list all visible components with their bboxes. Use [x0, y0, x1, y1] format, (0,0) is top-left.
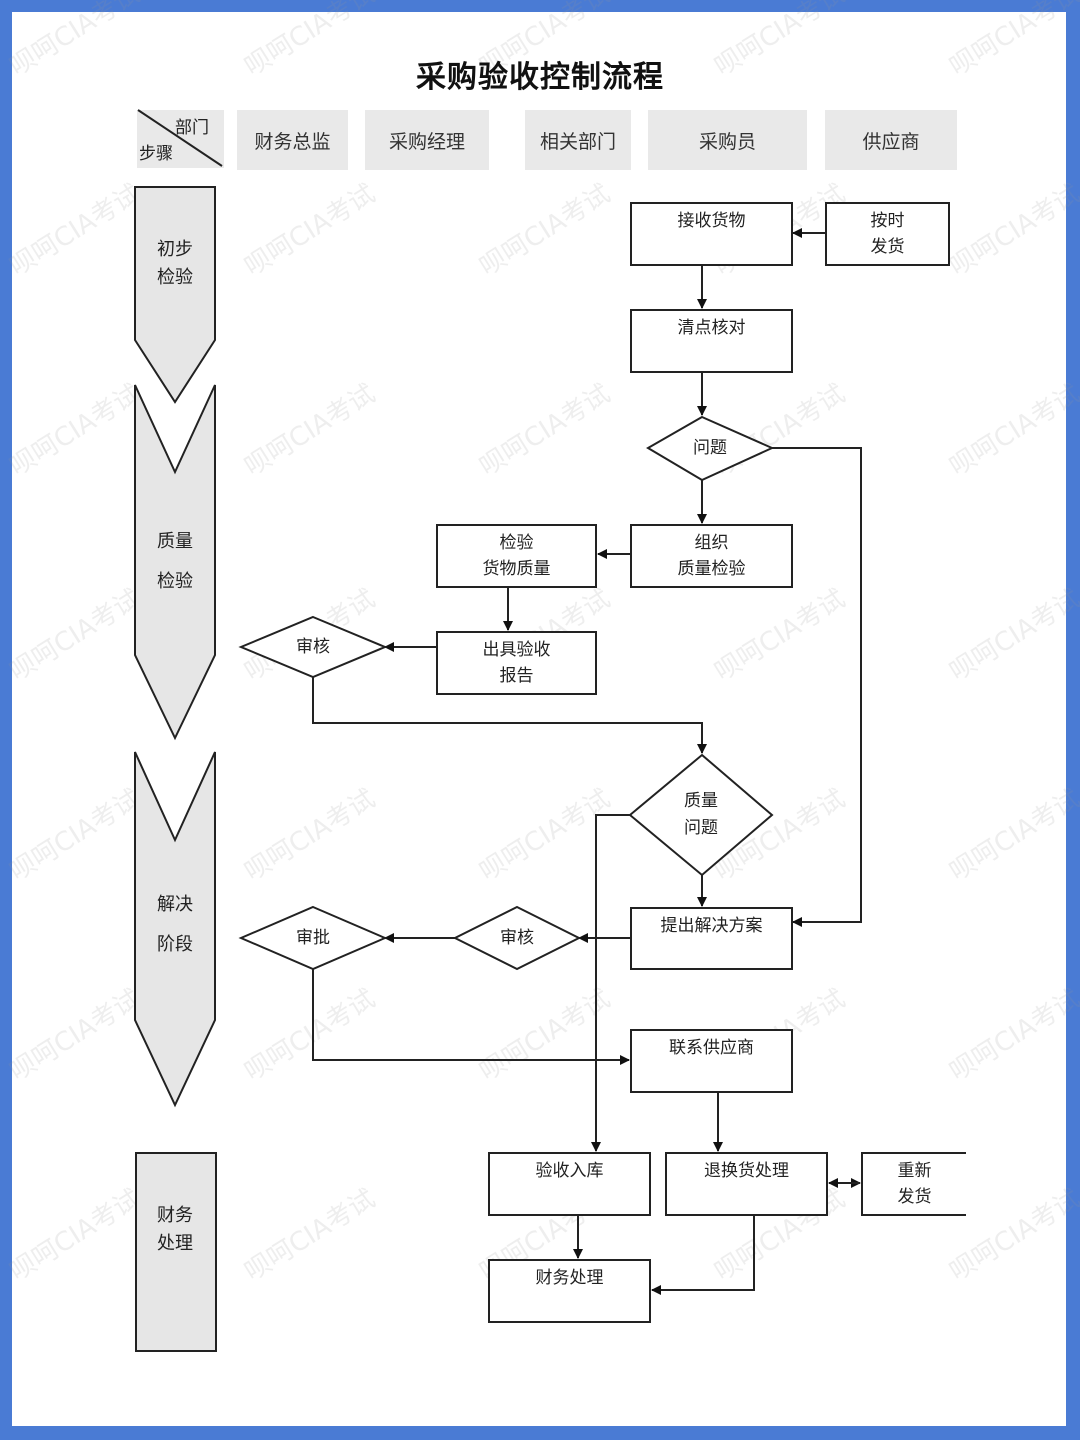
stage-label-quality: 质量 检验 [135, 522, 215, 602]
stage-text: 检验 [157, 267, 193, 288]
node-text: 清点核对 [677, 318, 746, 338]
corner-label-step: 步骤 [139, 144, 173, 164]
node-text: 提出解决方案 [660, 916, 763, 936]
stage-label-resolution: 解决 阶段 [135, 885, 215, 965]
dept-header-supplier: 供应商 [825, 110, 957, 170]
process-reship: 重新 发货 [861, 1152, 966, 1216]
decision-label-review-1: 审核 [296, 637, 330, 657]
process-ship-on-time: 按时 发货 [825, 202, 950, 266]
decision-quality-issue [628, 753, 774, 877]
process-accept-store: 验收入库 [488, 1152, 651, 1216]
decision-review-1 [238, 615, 388, 679]
process-organize-qc: 组织 质量检验 [630, 524, 793, 588]
node-text: 质量检验 [677, 559, 746, 579]
decision-review-2 [452, 905, 582, 971]
stage-text: 阶段 [157, 934, 193, 955]
process-finance: 财务处理 [488, 1259, 651, 1323]
page-title: 采购验收控制流程 [416, 60, 664, 95]
dept-header-finance-director: 财务总监 [237, 110, 348, 170]
decision-label-approve: 审批 [296, 928, 330, 948]
stage-shape-finance [135, 1152, 217, 1352]
node-text: 问题 [684, 818, 718, 838]
process-return-exchange: 退换货处理 [665, 1152, 828, 1216]
stage-text: 初步 [157, 239, 193, 260]
process-inspect-goods: 检验 货物质量 [436, 524, 597, 588]
stage-text: 财务 [157, 1205, 193, 1226]
stage-shape-quality [134, 384, 216, 741]
decision-label-quality-issue: 质量 问题 [630, 788, 772, 842]
corner-label-department: 部门 [175, 118, 209, 138]
decision-problem [646, 415, 775, 482]
arrow-return-to-finance [651, 1215, 755, 1295]
node-text: 检验 [499, 533, 534, 553]
dept-header-purchasing-manager: 采购经理 [365, 110, 489, 170]
decision-approve [238, 905, 388, 971]
arrow-review-to-quality-issue [312, 677, 707, 754]
node-text: 验收入库 [535, 1161, 604, 1181]
stage-label-initial: 初步 检验 [135, 236, 215, 292]
node-text: 组织 [694, 533, 729, 553]
process-receive-goods: 接收货物 [630, 202, 793, 266]
node-text: 按时 [870, 211, 905, 231]
node-text: 发货 [870, 237, 905, 257]
node-text: 接收货物 [677, 211, 746, 231]
node-text: 报告 [499, 666, 534, 686]
node-text: 退换货处理 [704, 1161, 789, 1181]
node-text: 财务处理 [535, 1268, 604, 1288]
process-count-check: 清点核对 [630, 309, 793, 373]
decision-label-review-2: 审核 [500, 928, 534, 948]
arrow-approve-to-contact [312, 968, 630, 1065]
node-text: 质量 [684, 791, 718, 811]
node-text: 货物质量 [482, 559, 551, 579]
node-text: 重新 [897, 1161, 932, 1181]
node-text: 发货 [897, 1187, 932, 1207]
stage-text: 检验 [157, 571, 193, 592]
dept-header-buyer: 采购员 [648, 110, 807, 170]
node-text: 联系供应商 [669, 1038, 754, 1058]
process-propose-solution: 提出解决方案 [630, 907, 793, 970]
stage-text: 处理 [157, 1233, 193, 1254]
stage-shape-initial [134, 186, 216, 404]
process-contact-supplier: 联系供应商 [630, 1029, 793, 1093]
stage-text: 解决 [157, 894, 193, 915]
stage-text: 质量 [157, 531, 193, 552]
arrow-quality-issue-to-store [591, 814, 630, 1152]
stage-label-finance: 财务 处理 [135, 1202, 215, 1258]
process-issue-report: 出具验收 报告 [436, 631, 597, 695]
stage-shape-resolution [134, 751, 216, 1108]
decision-label-problem: 问题 [693, 438, 727, 458]
arrow-problem-to-solution [772, 447, 862, 927]
dept-header-related-dept: 相关部门 [525, 110, 631, 170]
node-text: 出具验收 [482, 640, 551, 660]
